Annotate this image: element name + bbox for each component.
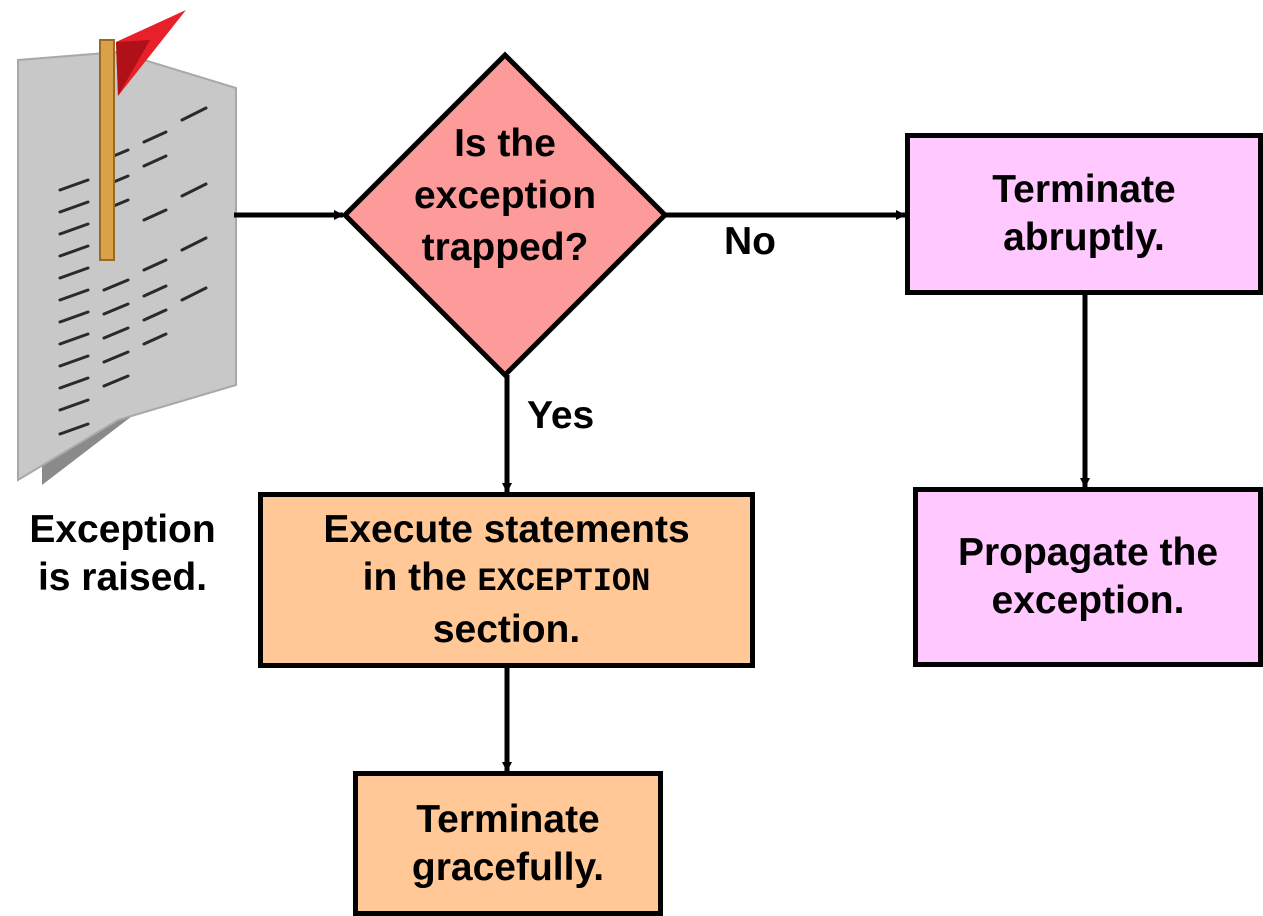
graceful-box: Terminate gracefully. xyxy=(353,771,663,916)
propagate-line2: exception. xyxy=(991,579,1185,622)
decision-line3: trapped? xyxy=(421,226,589,269)
decision-text: Is the exception trapped? xyxy=(400,118,610,274)
decision-line1: Is the xyxy=(454,122,556,165)
start-label-line2: is raised. xyxy=(37,556,208,599)
propagate-line1: Propagate the xyxy=(957,531,1219,574)
graceful-line1: Terminate xyxy=(416,797,600,841)
document-flag-icon xyxy=(17,10,237,485)
propagate-box: Propagate the exception. xyxy=(913,487,1263,667)
abrupt-line1: Terminate xyxy=(992,168,1176,211)
exception-keyword: EXCEPTION xyxy=(477,563,651,600)
execute-line1: Execute statements xyxy=(323,508,690,551)
start-label: Exception is raised. xyxy=(0,506,245,602)
execute-line2-prefix: in the xyxy=(362,556,478,599)
execute-line2: in the EXCEPTION xyxy=(363,554,651,606)
start-label-line1: Exception xyxy=(29,508,216,551)
execute-line3: section. xyxy=(432,608,581,651)
branch-label-yes: Yes xyxy=(527,394,595,437)
decision-line2: exception xyxy=(413,174,597,217)
graceful-line2: gracefully. xyxy=(411,845,605,889)
branch-label-no: No xyxy=(724,220,776,263)
abrupt-line2: abruptly. xyxy=(1003,216,1165,259)
abrupt-box: Terminate abruptly. xyxy=(905,133,1263,295)
execute-box: Execute statements in the EXCEPTION sect… xyxy=(258,492,755,668)
